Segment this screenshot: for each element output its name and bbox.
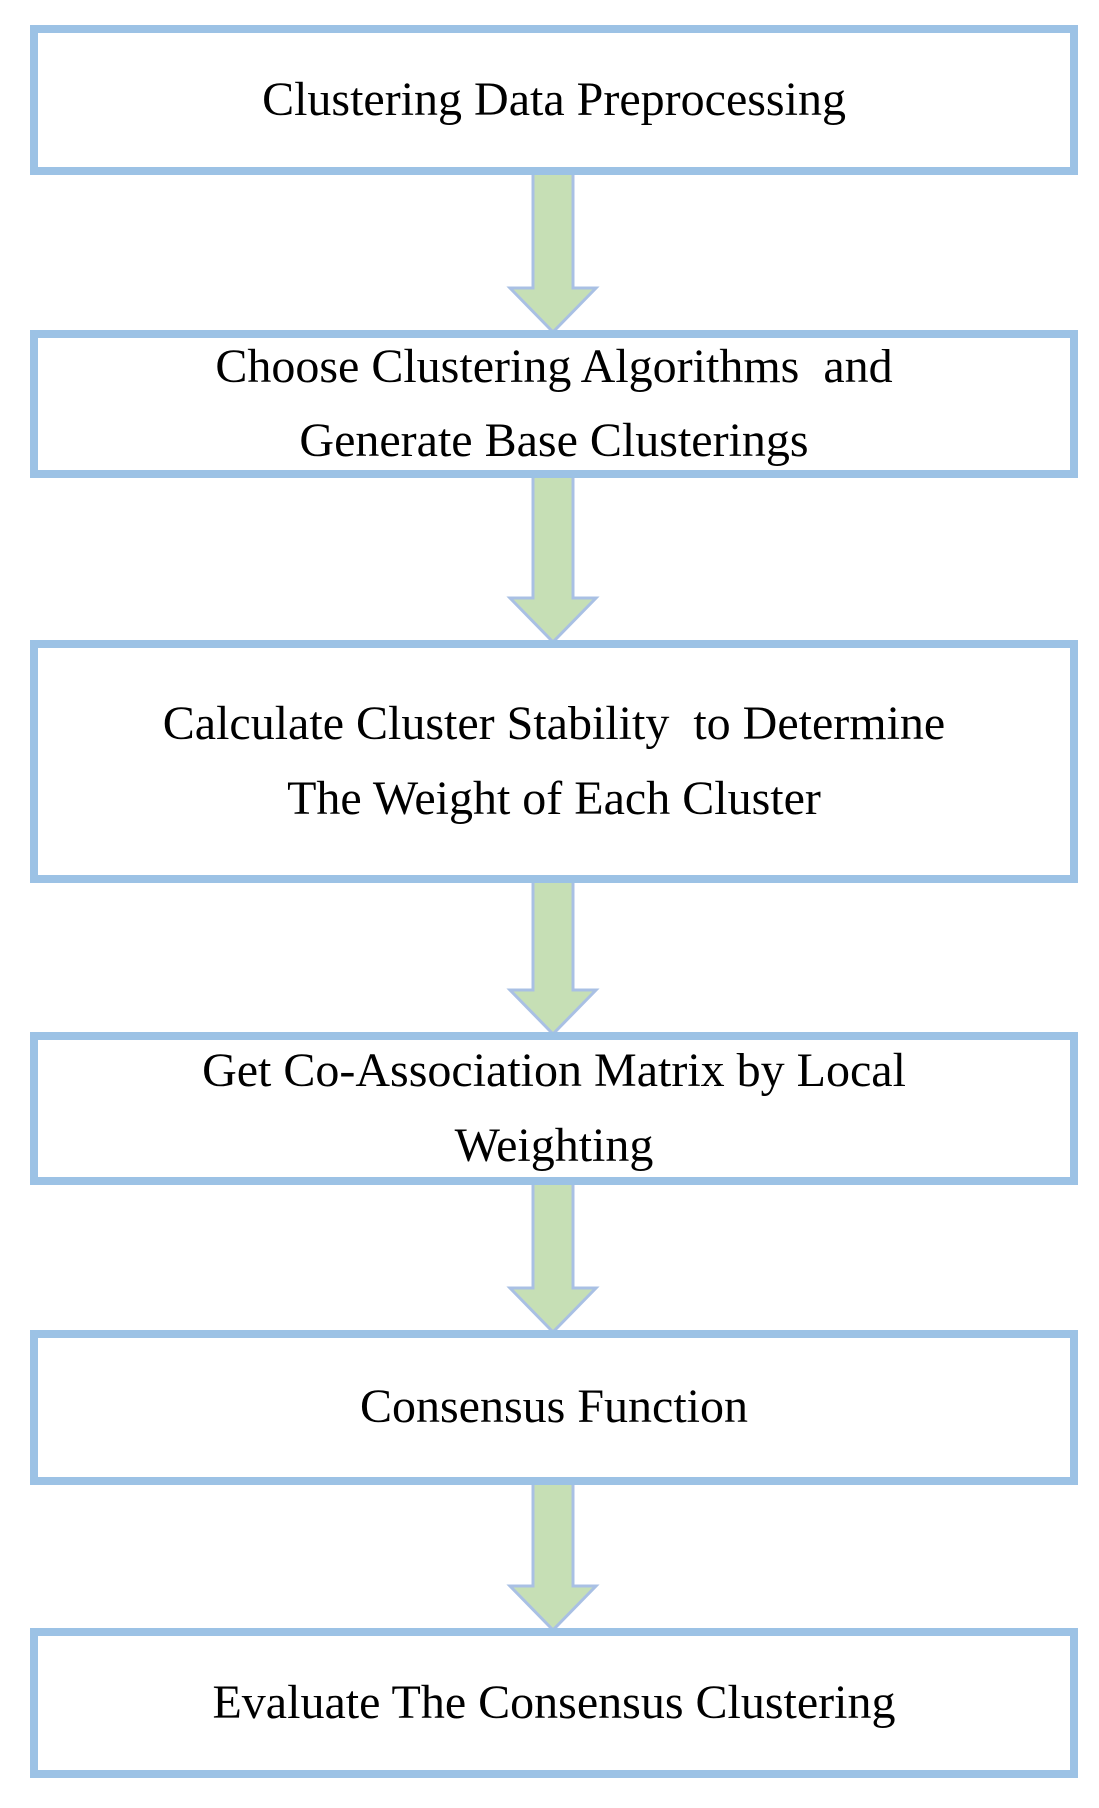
flow-step-co-association-matrix-local-weighting: Get Co-Association Matrix by Local Weigh… xyxy=(30,1032,1078,1185)
flow-step-choose-algorithms-generate-base-clusterings: Choose Clustering Algorithms and Generat… xyxy=(30,330,1078,478)
flow-step-label: Evaluate The Consensus Clustering xyxy=(212,1675,896,1729)
down-arrow-icon xyxy=(506,474,600,644)
down-arrow-icon xyxy=(506,171,600,334)
flow-step-label: Weighting xyxy=(454,1118,654,1172)
flow-step-calculate-cluster-stability-weight: Calculate Cluster Stability to Determine… xyxy=(30,640,1078,883)
flow-step-label: Consensus Function xyxy=(359,1380,749,1434)
down-arrow-icon xyxy=(506,1181,600,1334)
flow-step-evaluate-consensus-clustering: Evaluate The Consensus Clustering xyxy=(30,1628,1078,1778)
down-arrow-icon xyxy=(506,1481,600,1632)
flow-step-label: Calculate Cluster Stability to Determine xyxy=(162,697,946,751)
flow-step-consensus-function: Consensus Function xyxy=(30,1330,1078,1485)
flow-step-label: Get Co-Association Matrix by Local xyxy=(202,1044,906,1098)
flow-step-label: Clustering Data Preprocessing xyxy=(262,72,846,126)
flow-step-label: Choose Clustering Algorithms and xyxy=(215,339,893,393)
flow-step-label: Generate Base Clusterings xyxy=(299,414,809,467)
down-arrow-icon xyxy=(506,879,600,1036)
flow-step-label: The Weight of Each Cluster xyxy=(287,771,821,825)
flow-step-clustering-data-preprocessing: Clustering Data Preprocessing xyxy=(30,25,1078,175)
